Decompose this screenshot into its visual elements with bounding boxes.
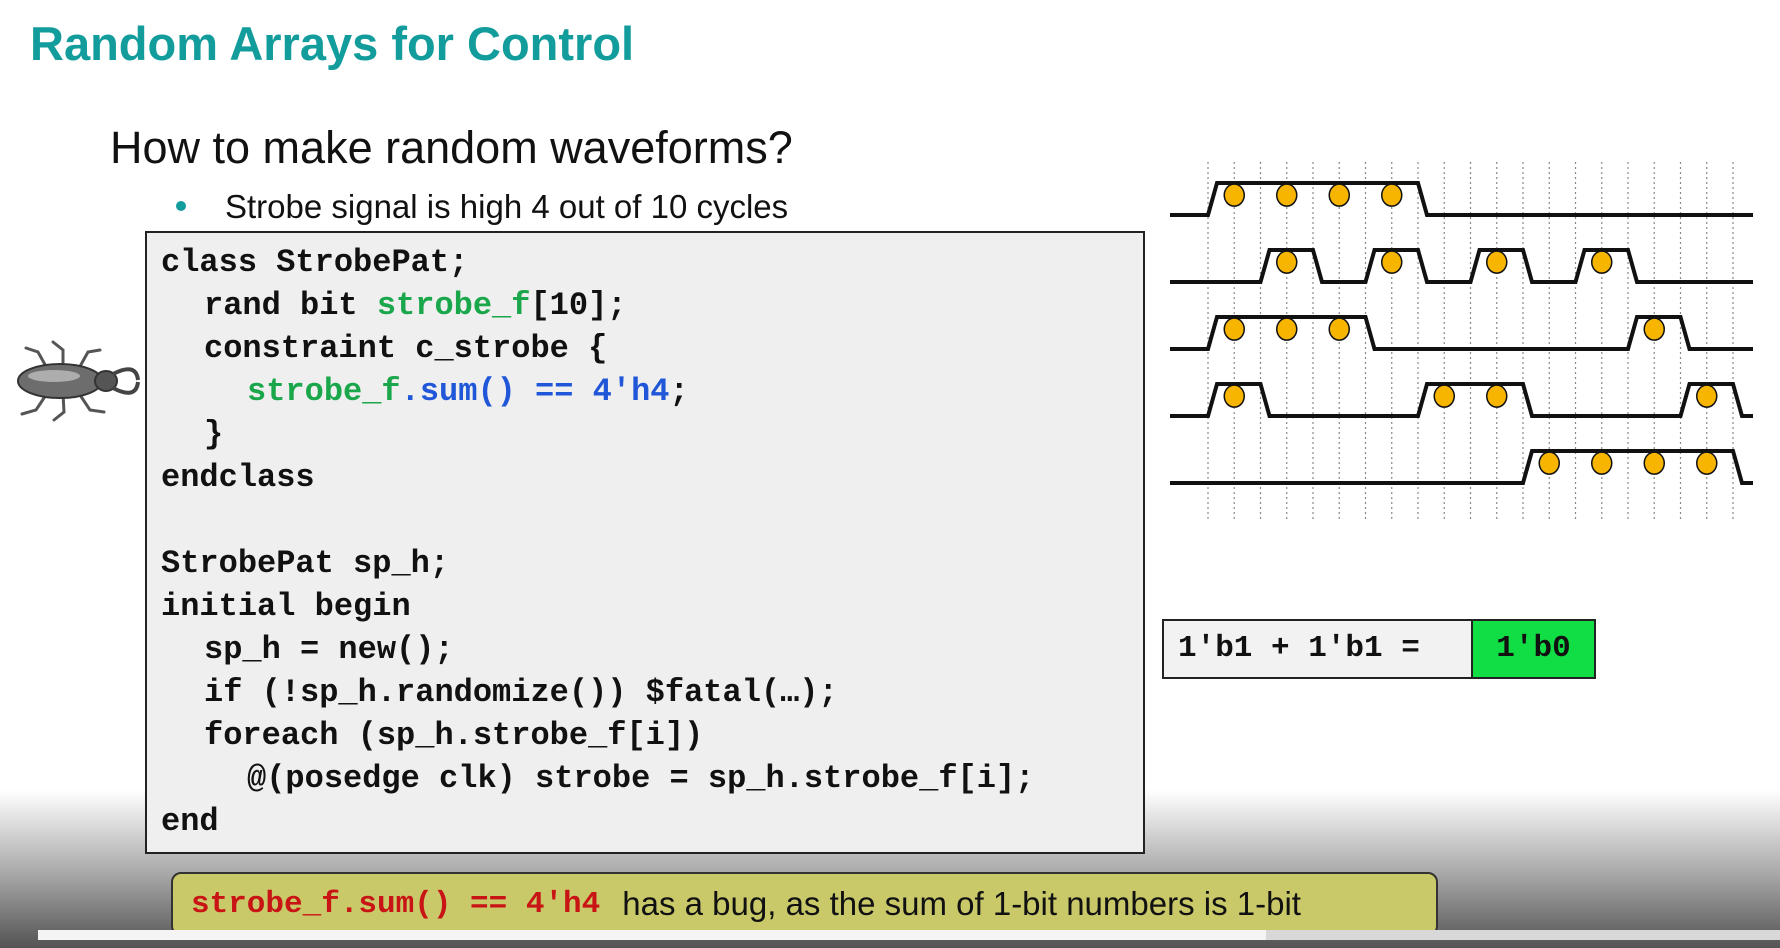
beetle-icon — [17, 340, 140, 422]
strobe-waveform — [1170, 181, 1753, 217]
sample-marker — [1381, 250, 1403, 274]
waveform-diagram — [1170, 162, 1753, 522]
sample-marker — [1643, 451, 1665, 475]
sum-result: 1'b0 — [1471, 621, 1594, 677]
sample-marker — [1276, 183, 1298, 207]
code-box: class StrobePat; rand bit strobe_f[10]; … — [145, 231, 1145, 854]
bug-note-text: has a bug, as the sum of 1-bit numbers i… — [622, 885, 1301, 922]
slide-heading: How to make random waveforms? — [110, 122, 793, 173]
slide-title: Random Arrays for Control — [30, 17, 635, 70]
code-line: constraint c_strobe { — [204, 330, 608, 367]
sample-marker — [1538, 451, 1560, 475]
sample-marker — [1276, 317, 1298, 341]
sample-marker — [1696, 451, 1718, 475]
strobe-waveform — [1170, 248, 1753, 284]
bug-note-code: strobe_f.sum() == 4'h4 — [191, 886, 601, 922]
strobe-waveform — [1170, 449, 1753, 485]
sample-marker — [1591, 451, 1613, 475]
code-token-var: strobe_f — [376, 287, 531, 324]
code-line: foreach (sp_h.strobe_f[i]) — [204, 717, 704, 754]
sample-marker — [1328, 183, 1350, 207]
code-token: rand bit — [204, 287, 377, 324]
sample-marker — [1223, 384, 1245, 408]
sample-marker — [1696, 384, 1718, 408]
video-progress-fill — [38, 930, 1267, 940]
code-line: sp_h = new(); — [204, 631, 454, 668]
code-token: [10]; — [530, 287, 627, 324]
sample-marker — [1223, 183, 1245, 207]
code-line: initial begin — [161, 588, 411, 625]
video-progress-bar[interactable] — [38, 930, 1780, 940]
sample-marker — [1328, 317, 1350, 341]
code-token-var: strobe_f — [247, 373, 401, 410]
sample-marker — [1276, 250, 1298, 274]
sample-marker — [1223, 317, 1245, 341]
sample-marker — [1643, 317, 1665, 341]
sample-marker — [1486, 384, 1508, 408]
code-token: ; — [669, 373, 689, 410]
code-line: if (!sp_h.randomize()) $fatal(…); — [204, 674, 838, 711]
bullet-text: Strobe signal is high 4 out of 10 cycles — [225, 188, 789, 225]
code-line: strobe_f.sum() == 4'h4; — [247, 370, 689, 413]
sample-marker — [1486, 250, 1508, 274]
code-line: rand bit strobe_f[10]; — [204, 284, 626, 327]
bullet-dot — [176, 201, 186, 211]
code-line: StrobePat sp_h; — [161, 545, 450, 582]
strobe-waveform — [1170, 382, 1753, 418]
sample-marker — [1381, 183, 1403, 207]
code-line: } — [204, 416, 224, 453]
code-token-expr: .sum() == 4'h4 — [400, 373, 670, 410]
sample-marker — [1591, 250, 1613, 274]
code-line: class StrobePat; — [161, 244, 469, 281]
code-line: endclass — [161, 459, 315, 496]
sum-expression: 1'b1 + 1'b1 = — [1178, 631, 1420, 666]
bug-note: strobe_f.sum() == 4'h4 has a bug, as the… — [171, 872, 1438, 936]
sample-marker — [1433, 384, 1455, 408]
sum-example-box: 1'b1 + 1'b1 = 1'b0 — [1162, 619, 1596, 679]
strobe-waveform — [1170, 315, 1753, 351]
code-line: end — [161, 803, 219, 840]
code-line: @(posedge clk) strobe = sp_h.strobe_f[i]… — [247, 760, 1035, 797]
